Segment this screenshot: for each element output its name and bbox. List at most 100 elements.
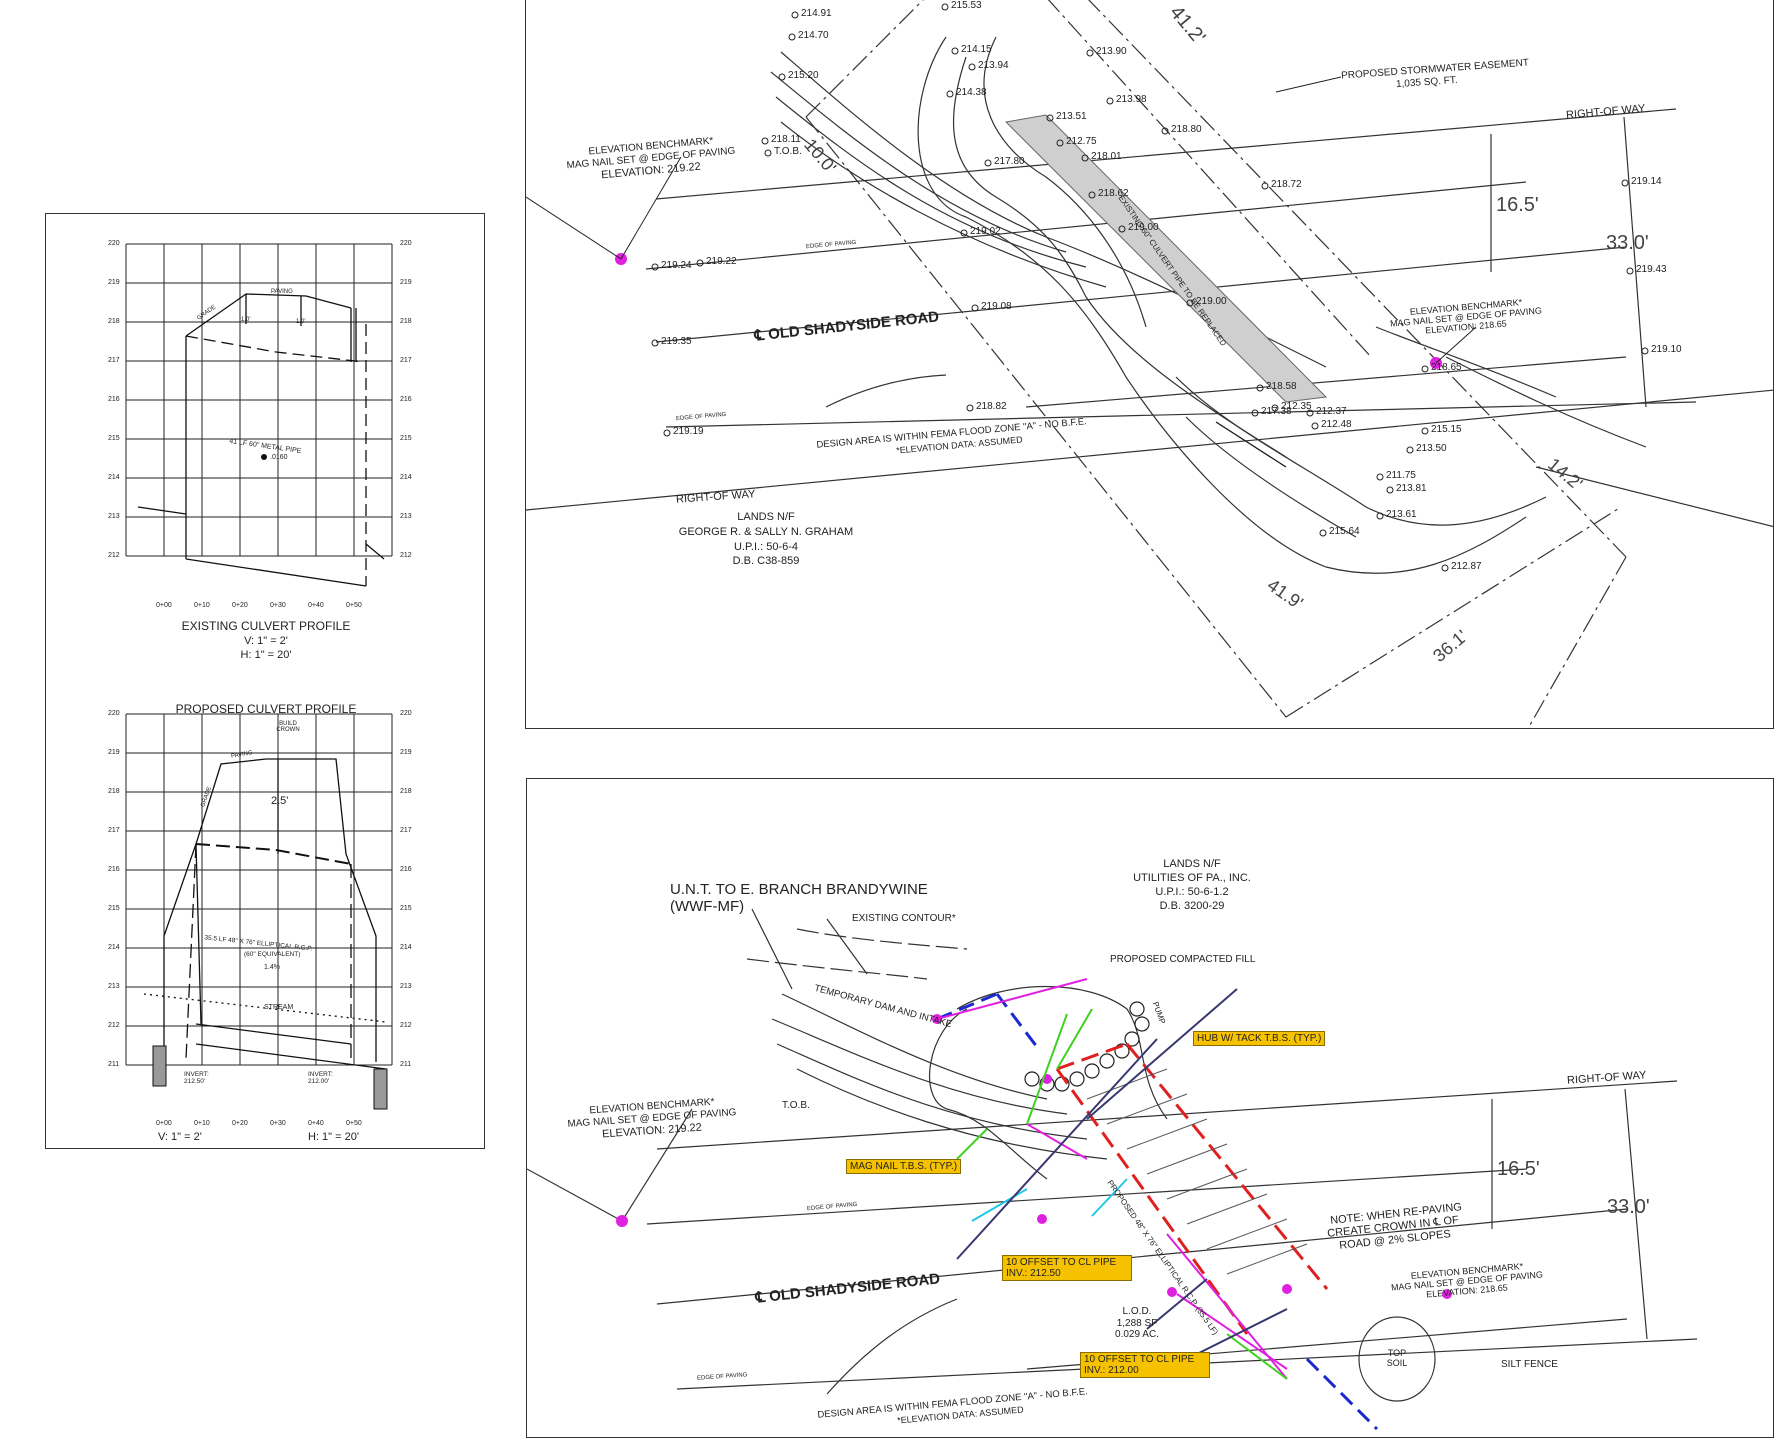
magenta-lines [936,978,1288,1380]
y-tick-label: 212 [108,552,120,559]
pr-topsoil-2: SOIL [1386,1358,1408,1368]
pr-label-pipe2: (60" EQUIVALENT) [244,951,301,958]
existing-profile-chart [125,243,393,1110]
spot-elevation-marker [788,33,796,41]
pr-stream-1: U.N.T. TO E. BRANCH BRANDYWINE [670,881,928,898]
spot-elevation-label: 218.80 [1171,124,1202,135]
spot-elevation-label: 214.15 [961,44,992,55]
spot-elevation-marker [1261,182,1269,190]
spot-elevation-marker [651,339,659,347]
spot-elevation-label: 213.51 [1056,111,1087,122]
spot-elevation-label: 219.00 [1128,222,1159,233]
spot-elevation-label: 215.64 [1329,526,1360,537]
pr-lod-3: 0.029 AC. [1115,1329,1159,1340]
spot-elevation-marker [971,304,979,312]
y-tick-label: 218 [400,788,412,795]
y-tick-label: 214 [108,474,120,481]
spot-elevation-marker [1311,422,1319,430]
spot-elevation-marker [984,159,992,167]
y-tick-label: 220 [400,710,412,717]
ex-dim-33: 33.0' [1606,232,1649,254]
spot-elevation-label: 219.19 [673,426,704,437]
spot-elevation-label: 212.87 [1451,561,1482,572]
existing-culvert-hatch [1004,114,1328,403]
navy-arrows [956,988,1288,1360]
spot-elevation-label: 218.01 [1091,151,1122,162]
headwall-right [373,1068,388,1110]
spot-elevation-label: T.O.B. [774,146,802,157]
y-tick-label: 211 [108,1061,120,1068]
spot-elevation-marker [1088,191,1096,199]
spot-elevation-label: 219.35 [661,336,692,347]
pr-label-invert-r: INVERT: 212.00' [308,1071,333,1085]
spot-elevation-label: 214.70 [798,30,829,41]
y-tick-label: 215 [108,435,120,442]
spot-elevation-marker [1081,154,1089,162]
spot-elevation-marker [1251,409,1259,417]
y-tick-label: 219 [108,279,120,286]
spot-elevation-marker [951,47,959,55]
spot-elevation-marker [1118,225,1126,233]
y-tick-label: 219 [108,749,120,756]
pr-label-invert-l: INVERT: 212.50' [184,1071,209,1085]
spot-elevation-marker [1186,299,1194,307]
proposed-profile-title: PROPOSED CULVERT PROFILE [175,702,357,716]
ex-lands-3: U.P.I.: 50-6-4 [734,541,798,553]
existing-profile-scale-v: V: 1" = 2' [244,635,288,647]
x-tick-label: 0+50 [346,1120,362,1127]
y-tick-label: 216 [400,866,412,873]
spot-elevation-label: 215.53 [951,0,982,11]
y-tick-label: 212 [400,552,412,559]
x-tick-label: 0+30 [270,602,286,609]
y-tick-label: 220 [108,240,120,247]
spot-elevation-marker [791,11,799,19]
proposed-plan-drawing [527,908,1698,1431]
spot-elevation-label: 212.48 [1321,419,1352,430]
spot-elevation-marker [1376,473,1384,481]
y-tick-label: 212 [400,1022,412,1029]
y-tick-label: 220 [400,240,412,247]
pr-tob: T.O.B. [782,1100,810,1111]
existing-profile-title: EXISTING CULVERT PROFILE [181,619,351,633]
spot-elevation-label: 219.43 [1636,264,1667,275]
y-tick-label: 217 [400,357,412,364]
spot-elevation-marker [1386,486,1394,494]
y-tick-label: 217 [108,357,120,364]
x-tick-label: 0+40 [308,1120,324,1127]
y-tick-label: 213 [400,513,412,520]
ex-label-d2: 1.0' [296,319,306,325]
spot-elevation-label: 219.02 [970,226,1001,237]
y-tick-label: 213 [400,983,412,990]
spot-elevation-label: 218.82 [976,401,1007,412]
spot-elevation-label: 213.98 [1116,94,1147,105]
spot-elevation-label: 215.15 [1431,424,1462,435]
x-tick-label: 0+10 [194,1120,210,1127]
spot-elevation-marker [761,137,769,145]
y-tick-label: 217 [400,827,412,834]
y-tick-label: 218 [108,318,120,325]
y-tick-label: 214 [400,944,412,951]
spot-elevation-marker [1271,404,1279,412]
pr-hub-label: HUB W/ TACK T.B.S. (TYP.) [1193,1031,1326,1046]
existing-profile-scale-h: H: 1" = 20' [240,649,292,661]
proposed-profile-scale-h: H: 1" = 20' [308,1131,359,1143]
spot-elevation-marker [778,73,786,81]
y-tick-label: 217 [108,827,120,834]
spot-elevation-marker [1056,139,1064,147]
spot-elevation-label: 218.58 [1266,381,1297,392]
spot-elevation-label: 213.81 [1396,483,1427,494]
spot-elevation-marker [663,429,671,437]
y-tick-label: 215 [400,435,412,442]
spot-elevation-label: 219.00 [1196,296,1227,307]
pr-lands-1: LANDS N/F [1163,858,1221,870]
spot-elevation-marker [941,3,949,11]
x-tick-label: 0+40 [308,602,324,609]
pr-offset-2: 10 OFFSET TO CL PIPE INV.: 212.00 [1080,1352,1210,1378]
ex-lands-4: D.B. C38-859 [732,555,800,567]
proposed-profile-scale-v: V: 1" = 2' [158,1131,202,1143]
spot-elevation-marker [651,263,659,271]
spot-elevation-marker [1306,409,1314,417]
x-tick-label: 0+50 [346,602,362,609]
existing-plan-drawing [526,0,1773,728]
pr-label-slope: 1.4% [264,964,280,971]
